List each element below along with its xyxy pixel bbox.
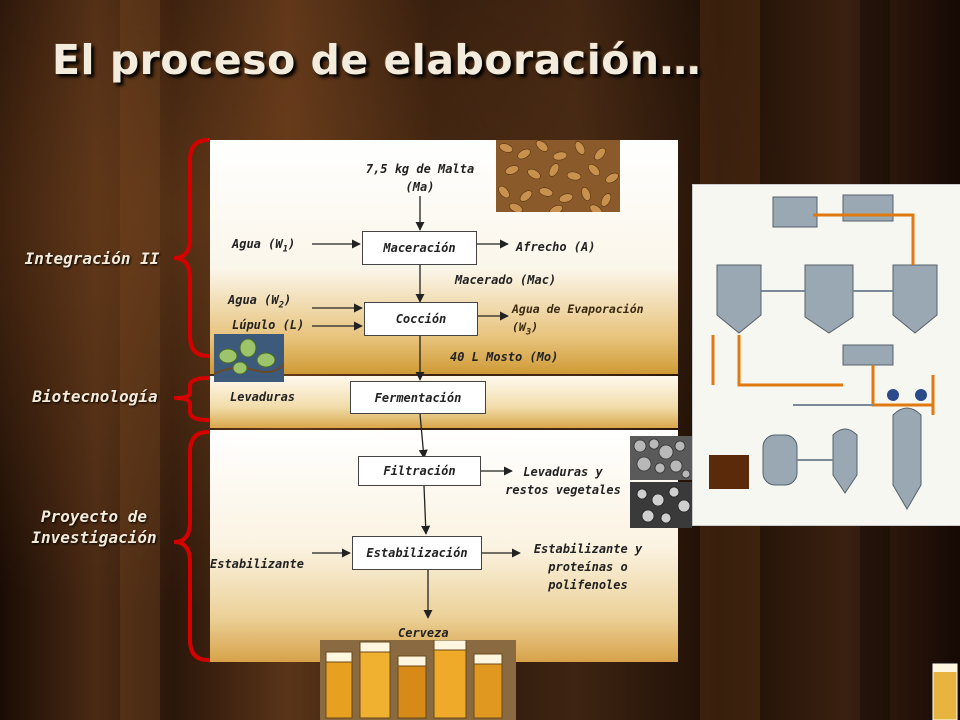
bg-stripe: [120, 0, 160, 720]
input-malta-line1: 7,5 kg de Malta: [365, 162, 475, 176]
input-estabilizante: Estabilizante: [210, 557, 304, 571]
step-coccion[interactable]: Cocción: [364, 302, 478, 336]
output-evaporacion-line1: Agua de Evaporación: [512, 302, 644, 316]
hops-photo: [214, 334, 284, 382]
output-estabilizante-proteinas: Estabilizante y proteínas o polifenoles: [520, 540, 656, 594]
input-agua-w1-sub: 1: [282, 244, 288, 255]
input-lupulo: Lúpulo (L): [232, 318, 305, 332]
output-estab-line2: proteínas o: [548, 560, 628, 574]
arrow-filtracion-estabilizacion: [421, 485, 431, 535]
brewery-process-drawing: [709, 194, 938, 510]
slide-title: El proceso de elaboración…: [52, 36, 702, 84]
malt-photo: [496, 140, 620, 212]
input-agua-w1: Agua (W1): [232, 237, 296, 255]
output-levaduras-line2: restos vegetales: [505, 483, 621, 497]
output-evaporacion: Agua de Evaporación (W3): [512, 300, 644, 341]
section-proyecto-line2: Investigación: [31, 528, 157, 547]
section-biotecnologia: Biotecnología: [32, 387, 158, 406]
output-mosto: 40 L Mosto (Mo): [450, 350, 559, 364]
output-estab-line3: polifenoles: [548, 578, 628, 592]
input-malta: 7,5 kg de Malta (Ma): [352, 160, 488, 196]
input-agua-w2-sub: 2: [278, 300, 284, 311]
section-proyecto-line1: Proyecto de: [41, 507, 147, 526]
yeast-micrograph-top: [630, 436, 692, 480]
beer-glass-icon: [932, 663, 958, 720]
output-estab-line1: Estabilizante y: [533, 542, 643, 556]
input-agua-w2: Agua (W2): [228, 293, 292, 311]
step-estabilizacion[interactable]: Estabilización: [352, 536, 482, 570]
output-evaporacion-line2: (W3): [512, 320, 539, 338]
output-levaduras-line1: Levaduras y: [523, 465, 603, 479]
beer-glasses-photo: [320, 640, 516, 720]
bracket-integracion: [173, 138, 210, 358]
section-proyecto: Proyecto de Investigación: [14, 506, 174, 548]
bracket-proyecto: [173, 430, 210, 662]
yeast-micrograph-bottom: [630, 482, 692, 528]
input-agua-w2-text: Agua (W: [228, 293, 279, 307]
output-evaporacion-w: (W: [512, 320, 526, 334]
brewery-process-illustration: [692, 184, 960, 526]
output-macerado: Macerado (Mac): [455, 273, 557, 287]
step-fermentacion[interactable]: Fermentación: [350, 381, 486, 414]
output-levaduras-restos: Levaduras y restos vegetales: [498, 463, 628, 499]
output-evaporacion-sub: 3: [525, 327, 532, 338]
input-levaduras: Levaduras: [230, 390, 296, 404]
step-maceracion[interactable]: Maceración: [362, 231, 477, 265]
arrow-fermentacion-filtracion: [418, 413, 428, 459]
bracket-biotecnologia: [173, 376, 210, 422]
input-malta-line2: (Ma): [405, 180, 435, 194]
section-integracion: Integración II: [24, 249, 160, 268]
step-filtracion[interactable]: Filtración: [358, 456, 481, 486]
input-agua-w1-text: Agua (W: [232, 237, 283, 251]
output-afrecho: Afrecho (A): [516, 240, 596, 254]
output-cerveza: Cerveza: [398, 626, 449, 640]
